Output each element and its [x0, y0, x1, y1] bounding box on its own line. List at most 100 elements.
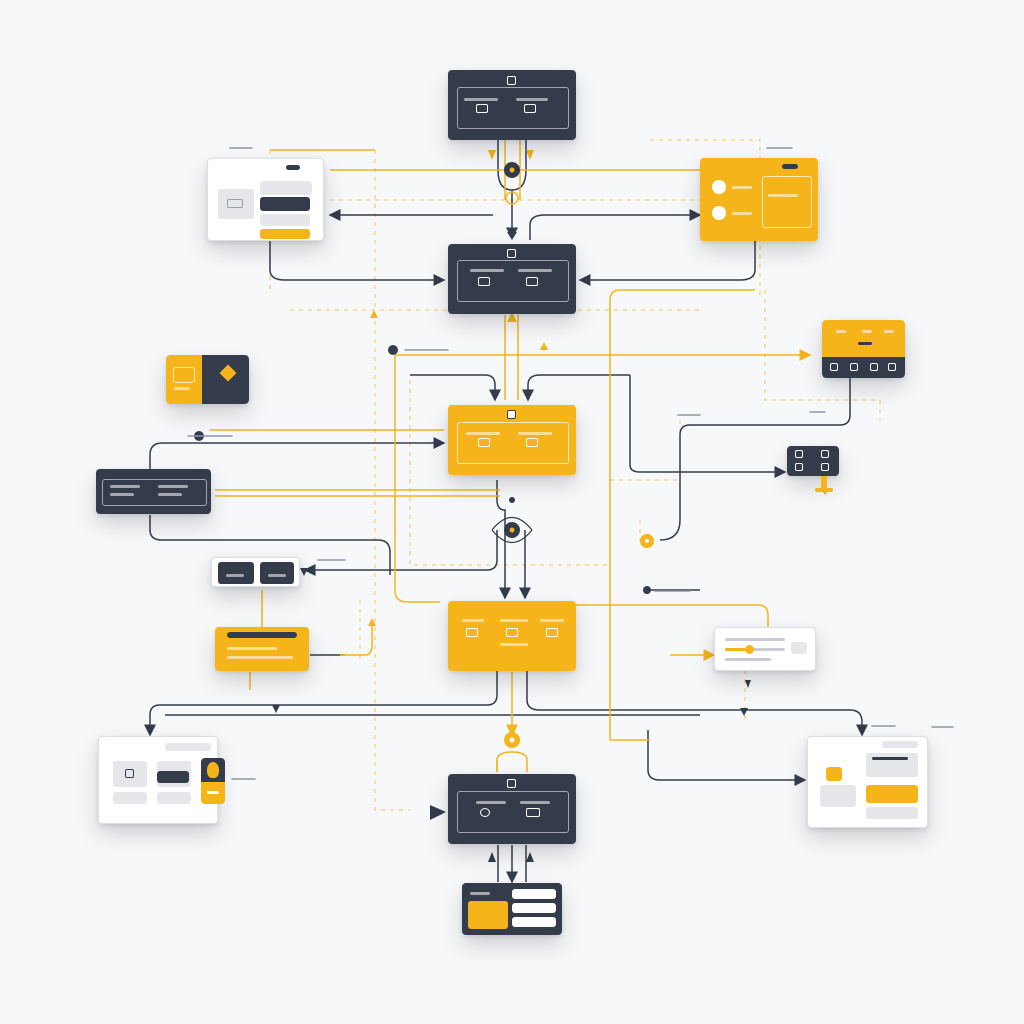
caption-strokes	[187, 147, 954, 780]
list-icon	[850, 363, 858, 371]
list-icon	[888, 363, 896, 371]
node-n1[interactable]	[448, 70, 576, 140]
card-tile	[157, 771, 189, 783]
node-slot-icon	[526, 808, 540, 817]
card-tile	[113, 761, 147, 787]
node-d2[interactable]	[787, 446, 839, 476]
card-panel	[102, 479, 207, 506]
grid-icon	[821, 463, 829, 471]
node-bar	[466, 432, 500, 435]
node-slot-icon	[526, 438, 538, 447]
card-tile	[782, 164, 798, 169]
card-bar	[110, 485, 140, 488]
node-w3[interactable]	[98, 736, 218, 824]
sliders-icon	[546, 628, 558, 637]
card-bar	[227, 647, 277, 650]
node-slot-icon	[478, 277, 490, 286]
card-bar	[110, 493, 134, 496]
node-y3[interactable]	[201, 758, 225, 804]
card-tile	[218, 189, 254, 219]
node-bar	[464, 98, 498, 101]
node-y1[interactable]	[700, 158, 818, 241]
tag-icon	[207, 762, 219, 778]
slider-track	[725, 638, 785, 641]
card-bar	[268, 574, 286, 577]
card-tile	[157, 792, 191, 804]
card-tile	[286, 165, 300, 170]
card-bar	[158, 493, 182, 496]
card-tile	[165, 743, 211, 751]
card-bar	[732, 212, 752, 215]
card-tile	[260, 197, 310, 211]
node-bar	[470, 269, 504, 272]
card-tile	[227, 632, 297, 638]
node-w1[interactable]	[207, 158, 324, 241]
node-panel	[457, 87, 569, 129]
gallery-icon	[125, 769, 134, 778]
node-panel	[457, 791, 569, 833]
window-icon	[507, 410, 516, 419]
card-bar	[884, 330, 894, 333]
list-icon	[830, 363, 838, 371]
node-n6[interactable]	[462, 883, 562, 935]
node-slot-icon	[526, 277, 538, 286]
card-bar	[768, 194, 798, 197]
node-bar	[518, 269, 552, 272]
card-tile	[791, 642, 807, 654]
card-bar	[858, 342, 872, 345]
card-tile	[822, 320, 905, 357]
node-w2[interactable]	[211, 557, 300, 587]
node-s1[interactable]	[166, 355, 249, 404]
card-bar	[872, 757, 908, 760]
node-slot-icon	[524, 104, 536, 113]
card-icon	[227, 199, 243, 208]
node-bar	[520, 801, 550, 804]
card-bar	[732, 186, 752, 189]
node-n3[interactable]	[448, 405, 576, 475]
node-bar	[470, 892, 490, 895]
node-w4[interactable]	[714, 627, 816, 671]
card-tile	[260, 214, 310, 226]
node-tile	[512, 903, 556, 913]
card-bar	[725, 658, 771, 661]
node-tile	[468, 901, 508, 929]
pin-marker	[821, 476, 827, 488]
node-bar	[462, 619, 484, 622]
sliders-icon	[466, 628, 478, 637]
card-tile	[820, 785, 856, 807]
slider-fill	[725, 648, 749, 651]
sliders-icon	[506, 628, 518, 637]
node-bar	[540, 619, 564, 622]
card-bar	[836, 330, 846, 333]
window-icon	[507, 249, 516, 258]
node-w5[interactable]	[807, 736, 928, 828]
card-icon	[712, 206, 726, 220]
node-n5[interactable]	[448, 774, 576, 844]
grid-icon	[795, 450, 803, 458]
node-slot-icon	[476, 104, 488, 113]
window-icon	[507, 76, 516, 85]
node-bar	[476, 801, 506, 804]
card-tile	[882, 741, 918, 748]
node-y2[interactable]	[215, 627, 309, 671]
card-bar	[207, 791, 219, 794]
node-yd-right[interactable]	[822, 320, 905, 378]
card-tile	[866, 807, 918, 819]
node-n4[interactable]	[448, 601, 576, 671]
node-d1[interactable]	[96, 469, 211, 514]
card-tile	[113, 792, 147, 804]
form-icon	[826, 767, 842, 781]
node-slot-icon	[478, 438, 490, 447]
node-bar	[500, 643, 528, 646]
card-tile	[218, 562, 254, 584]
node-n2[interactable]	[448, 244, 576, 314]
card-tile	[260, 562, 294, 584]
card-bar	[158, 485, 188, 488]
junction-dot	[643, 586, 651, 594]
node-panel	[457, 260, 569, 302]
node-bar	[500, 619, 528, 622]
card-bar	[227, 656, 293, 659]
card-bar	[174, 387, 190, 390]
card-bar	[862, 330, 872, 333]
